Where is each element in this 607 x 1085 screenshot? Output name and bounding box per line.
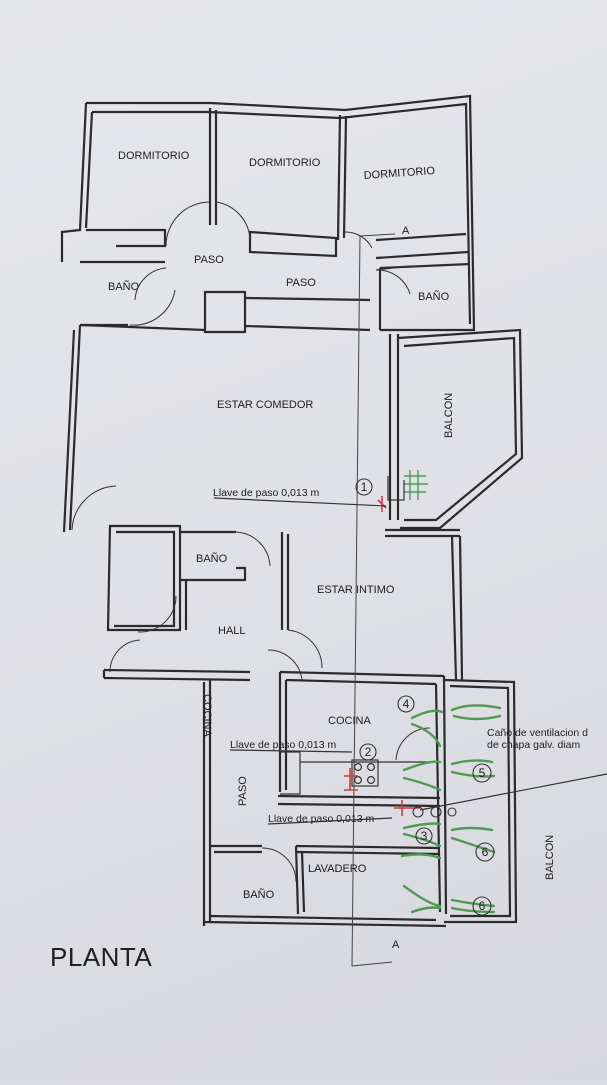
room-balcon-2: BALCON (544, 835, 556, 880)
room-bano-2: BAÑO (418, 290, 450, 303)
service-block-walls (202, 670, 518, 928)
room-balcon-1: BALCON (443, 393, 455, 438)
room-estar-comedor: ESTAR COMEDOR (217, 399, 313, 411)
marker-4 (397, 695, 415, 713)
living-block-walls (62, 323, 524, 538)
marker-3-label: 3 (421, 829, 428, 843)
room-bano-3: BAÑO (196, 552, 228, 565)
room-paso-1: PASO (194, 254, 224, 266)
room-bano-4: BAÑO (243, 888, 275, 901)
section-label-top: A (402, 225, 410, 237)
bedroom-door-swings (129, 201, 411, 326)
bedroom-block-walls (60, 94, 476, 334)
hall-block-walls (102, 524, 464, 682)
room-cocina: COCINA (328, 715, 371, 727)
room-paso-2: PASO (286, 277, 316, 289)
marker-6a (475, 842, 495, 862)
room-hall: HALL (218, 625, 246, 637)
ventilation-pipes (400, 470, 502, 914)
marker-6b (472, 896, 492, 916)
marker-4-label: 4 (403, 697, 410, 711)
room-cocina-vertical: COCINA (201, 694, 213, 737)
note-llave-1: Llave de paso 0,013 m (213, 487, 319, 499)
section-label-bottom: A (392, 939, 400, 951)
plan-title: PLANTA (50, 942, 152, 972)
note-vent-2: de chapa galv. diam (487, 739, 580, 751)
room-bano-1: BAÑO (108, 280, 140, 293)
numbered-markers: 1 2 3 4 5 6 6 (355, 478, 495, 916)
note-llave-3: Llave de paso 0,013 m (268, 813, 374, 825)
room-paso-3: PASO (237, 776, 249, 806)
annotations: Llave de paso 0,013 m Llave de paso 0,01… (213, 225, 588, 951)
marker-2 (359, 743, 377, 761)
marker-3 (415, 827, 433, 845)
room-dormitorio-1: DORMITORIO (118, 150, 190, 162)
hall-door-swings (109, 531, 323, 681)
marker-1 (355, 478, 373, 496)
marker-6b-label: 6 (479, 899, 486, 913)
marker-6a-label: 6 (482, 845, 489, 859)
marker-5 (472, 763, 492, 783)
room-labels: DORMITORIO DORMITORIO DORMITORIO PASO PA… (108, 150, 556, 901)
note-vent-1: Caño de ventilacion d (487, 727, 588, 739)
stove-icon (351, 759, 379, 787)
room-dormitorio-2: DORMITORIO (249, 157, 321, 169)
room-estar-intimo: ESTAR INTIMO (317, 584, 395, 596)
marker-1-label: 1 (361, 480, 368, 494)
room-lavadero: LAVADERO (308, 863, 367, 875)
marker-5-label: 5 (479, 766, 486, 780)
note-llave-2: Llave de paso 0,013 m (230, 739, 336, 751)
room-dormitorio-3: DORMITORIO (363, 165, 435, 182)
entry-door-swing (71, 485, 117, 531)
leader-lines (213, 497, 607, 825)
marker-2-label: 2 (365, 745, 372, 759)
section-line (351, 233, 396, 967)
